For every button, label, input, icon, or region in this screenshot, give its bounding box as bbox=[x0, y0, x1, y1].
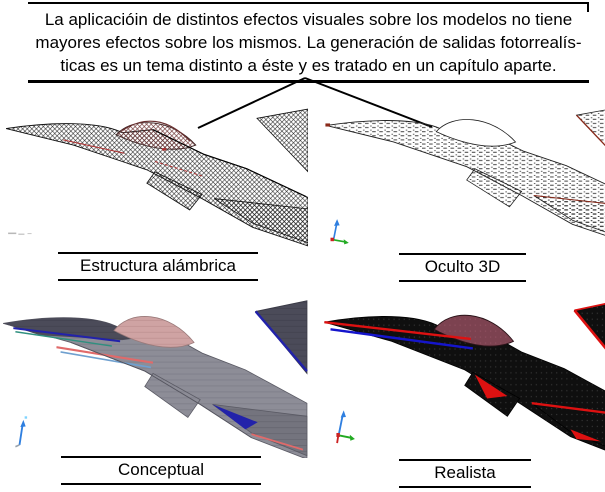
viewport-conceptual bbox=[2, 300, 308, 458]
concept-blue-stripe bbox=[13, 327, 121, 343]
axis-origin bbox=[330, 237, 334, 242]
jet-far-wing bbox=[576, 108, 605, 170]
concept-nearwing-accent bbox=[212, 404, 258, 430]
caption-line-1: La aplicacióin de distintos efectos visu… bbox=[44, 10, 573, 29]
axis-base-mark bbox=[15, 444, 20, 448]
axis-z-arrow bbox=[337, 414, 344, 436]
viewport-realistic bbox=[323, 298, 605, 458]
axis-x-head bbox=[343, 239, 349, 245]
axis-origin bbox=[336, 432, 340, 438]
concept-teal-stripe bbox=[15, 331, 112, 347]
real-red-stripe bbox=[324, 321, 471, 341]
connector-left-line bbox=[197, 77, 306, 129]
concept-wing-edge bbox=[254, 310, 308, 372]
concept-lightblue-stripe bbox=[60, 351, 152, 369]
axis-z-head bbox=[20, 419, 26, 428]
sketch-wing-edge bbox=[576, 114, 605, 147]
jet-hidden-3d bbox=[325, 108, 605, 244]
real-wing-edge bbox=[573, 309, 605, 350]
axis-x-arrow bbox=[333, 238, 345, 243]
real-wing-top-edge bbox=[574, 303, 605, 312]
axis-z-arrow bbox=[18, 424, 24, 446]
ucs-axis-icon bbox=[15, 416, 28, 448]
connector-lines bbox=[197, 77, 433, 129]
axis-z-head bbox=[334, 219, 340, 226]
caption-line-2: mayores efectos sobre los mismos. La gen… bbox=[35, 33, 582, 52]
axis-z-arrow bbox=[332, 224, 338, 240]
axis-red-leg bbox=[336, 436, 340, 444]
ghost-mark bbox=[18, 233, 25, 235]
ucs-ghost-marks bbox=[8, 232, 32, 235]
label-conceptual: Conceptual bbox=[61, 456, 261, 485]
jet-conceptual bbox=[2, 300, 308, 458]
wire-canopy-edge bbox=[122, 120, 191, 142]
label-wireframe: Estructura alámbrica bbox=[58, 252, 258, 281]
caption-box: La aplicacióin de distintos efectos visu… bbox=[28, 2, 589, 83]
axis-x-head bbox=[349, 434, 355, 441]
real-aft-wedge bbox=[570, 429, 601, 442]
sketch-nose-mark bbox=[325, 123, 330, 127]
viewport-wireframe bbox=[5, 108, 308, 247]
ghost-mark bbox=[8, 232, 17, 235]
jet-realistic bbox=[323, 298, 605, 458]
concept-red-stripe bbox=[56, 346, 154, 364]
caption-rule-tick bbox=[587, 2, 589, 12]
caption-line-3: ticas es un tema distinto a éste y es tr… bbox=[60, 56, 557, 75]
ucs-axis-icon bbox=[330, 219, 349, 245]
concept-aft-red bbox=[251, 433, 304, 451]
wire-red-mark bbox=[162, 148, 167, 151]
viewport-hidden-3d bbox=[325, 108, 605, 245]
real-blue-stripe bbox=[330, 328, 473, 350]
ghost-mark bbox=[27, 233, 32, 235]
jet-far-wing bbox=[573, 298, 605, 373]
real-intake-wedge bbox=[474, 374, 508, 399]
axis-z-head bbox=[340, 410, 346, 418]
jet-wireframe bbox=[5, 108, 308, 247]
axis-tip-dot bbox=[24, 416, 28, 419]
sketch-nearwing-edge bbox=[533, 194, 605, 204]
label-hidden-3d: Oculto 3D bbox=[399, 253, 526, 282]
ucs-axis-icon bbox=[336, 410, 355, 444]
connector-right-line bbox=[304, 77, 433, 128]
real-nearwing-edge bbox=[531, 402, 605, 414]
wire-red-stripe bbox=[63, 139, 125, 154]
axis-x-arrow bbox=[338, 434, 351, 439]
label-realistic: Realista bbox=[399, 459, 531, 488]
